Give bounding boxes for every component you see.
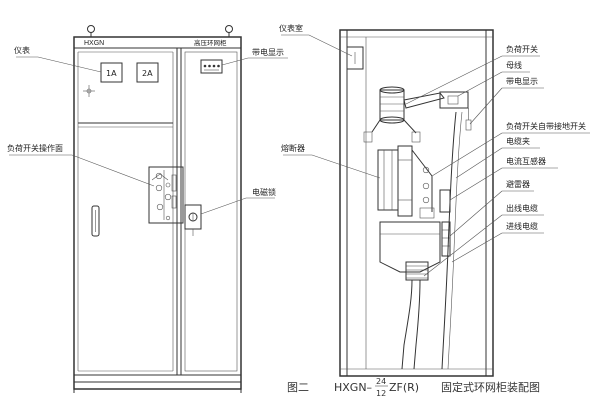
load-switch-operation-panel[interactable] [148,166,184,224]
svg-text:1A: 1A [106,69,117,78]
meter-room-box [346,46,364,70]
callout-cable-clamp: 电缆夹 [455,136,540,179]
callout-busbar: 母线 [457,60,530,97]
live-display-post [465,108,472,131]
svg-text:负荷开关: 负荷开关 [506,44,538,54]
front-view: HXGN 高压环网柜 1A 2A [73,25,242,393]
fuse-assembly [377,145,435,219]
ammeter-2a: 2A [136,62,159,83]
live-display-device [200,59,223,74]
lifting-eye-left [87,25,95,37]
callout-electromagnet: 电磁锁 [200,187,276,215]
load-switch-assembly [363,86,469,143]
svg-text:2A: 2A [142,69,153,78]
callout-current-transformer: 电流互感器 [449,156,558,201]
side-view [339,29,494,377]
side-callouts: 仪表室 负荷开关 母线 带电显示 负荷开关自带接地开关 电缆夹 [279,23,590,277]
svg-text:负荷开关操作面: 负荷开关操作面 [7,143,63,153]
callout-fuse: 熔断器 [281,143,381,179]
svg-text:带电显示: 带电显示 [252,47,284,57]
callout-switch-panel: 负荷开关操作面 [7,143,155,187]
callout-meter-room: 仪表室 [279,23,353,57]
callout-surge-arrester: 避雷器 [449,179,534,237]
svg-text:电缆夹: 电缆夹 [506,136,530,146]
svg-text:出线电缆: 出线电缆 [506,203,538,213]
svg-text:母线: 母线 [506,60,522,70]
current-transformer [439,189,451,213]
lower-compartment [379,111,463,370]
callout-incoming-cable: 进线电缆 [451,221,544,263]
front-cabinet-outline [73,36,242,390]
side-cabinet-outline [339,29,494,377]
model-numerator: 24 [376,377,386,386]
svg-text:负荷开关自带接地开关: 负荷开关自带接地开关 [506,121,586,131]
model-suffix: ZF(R) [389,381,419,394]
model-prefix: HXGN– [334,381,372,394]
svg-text:电磁锁: 电磁锁 [252,187,276,197]
callout-load-switch: 负荷开关 [405,44,540,105]
indicator-symbol-icon [83,85,95,97]
svg-text:仪表室: 仪表室 [279,23,303,33]
electromagnetic-lock[interactable] [184,204,202,236]
cabinet-brand: HXGN [84,40,104,47]
front-callouts: 仪表 带电显示 负荷开关操作面 电磁锁 [7,45,288,215]
svg-text:避雷器: 避雷器 [506,179,530,189]
callout-side-live-display: 带电显示 [469,76,544,125]
figure-caption: 图二 HXGN– 24 12 ZF(R) 固定式环网柜装配图 [287,377,540,398]
lifting-eye-right [225,25,233,37]
callout-outgoing-cable: 出线电缆 [423,203,544,277]
svg-text:熔断器: 熔断器 [281,143,305,153]
left-door-handle[interactable] [91,205,100,237]
svg-text:进线电缆: 进线电缆 [506,221,538,231]
cabinet-top-right-label: 高压环网柜 [194,38,227,47]
surge-arrester [441,221,451,257]
svg-text:仪表: 仪表 [14,45,30,55]
callout-load-switch-earthing: 负荷开关自带接地开关 [431,121,590,177]
incoming-cable-line [441,111,457,370]
svg-text:电流互感器: 电流互感器 [506,156,546,166]
figure-title: 固定式环网柜装配图 [441,380,540,394]
callout-live-display: 带电显示 [221,47,288,66]
model-denominator: 12 [376,389,386,398]
ammeter-1a: 1A [100,62,123,83]
svg-text:带电显示: 带电显示 [506,76,538,86]
callout-meter: 仪表 [14,45,102,73]
figure-number: 图二 [287,381,309,394]
